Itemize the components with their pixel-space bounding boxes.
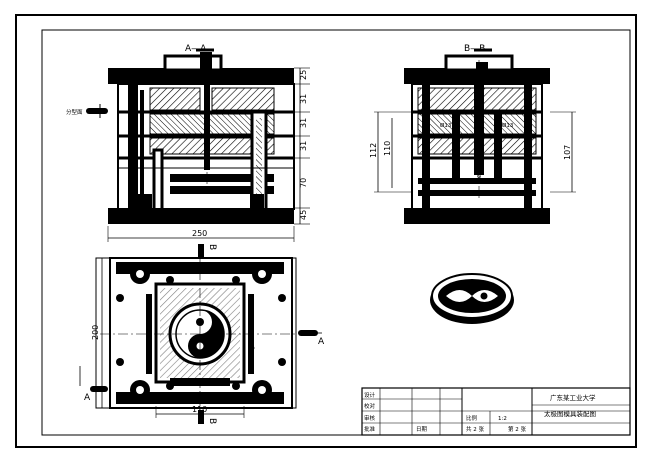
- a-right-label: A: [318, 337, 325, 347]
- dim-31-b: 31: [299, 118, 308, 128]
- dim-250: 250: [192, 229, 207, 238]
- dim-107: 107: [563, 145, 572, 160]
- dim-110: 110: [383, 141, 392, 156]
- tb-check: 校对: [364, 402, 376, 410]
- section-aa-view: A—A 分型面: [66, 44, 310, 242]
- phi-right-label: Ø13: [502, 122, 514, 129]
- phi-left-label: Ø13: [440, 122, 452, 129]
- dim-70: 70: [299, 178, 308, 188]
- tb-approve: 批准: [364, 425, 376, 433]
- dim-45: 45: [299, 210, 308, 220]
- dim-5: 5: [250, 343, 255, 352]
- tb-design: 设计: [364, 391, 376, 399]
- tb-sheet-total: 共 2 张: [466, 425, 484, 433]
- product-isometric: [430, 273, 514, 324]
- section-bb-view: B—B Ø13 Ø13 Ø20 112 110: [369, 44, 576, 224]
- tb-scale-value: 1:2: [498, 416, 507, 422]
- plan-view: 5 A A B B 200 110: [79, 244, 325, 424]
- tb-sheet-num: 第 2 张: [508, 425, 526, 433]
- dim-110-bottom: 110: [192, 405, 207, 414]
- phi-small-label: Ø20: [476, 166, 483, 178]
- a-left-label: A: [84, 393, 91, 403]
- title-block: 设计 校对 审核 批准 日期 比例 1:2 共 2 张 第 2 张 广东某工业大…: [361, 387, 631, 436]
- tb-date: 日期: [416, 426, 428, 433]
- b-bottom-label: B: [207, 418, 217, 424]
- parting-plane-label: 分型面: [66, 108, 83, 116]
- dim-25: 25: [299, 70, 308, 80]
- b-top-plan-label: B: [207, 244, 217, 250]
- tb-scale-label: 比例: [466, 414, 478, 422]
- tb-drawing-title: 太极图模具装配图: [544, 409, 596, 418]
- tb-review: 审核: [364, 414, 376, 422]
- dim-200: 200: [91, 325, 100, 340]
- inner-border: [41, 29, 631, 436]
- outer-border: [15, 14, 637, 448]
- dim-112: 112: [369, 143, 378, 158]
- tb-school: 广东某工业大学: [550, 393, 596, 402]
- dim-31-c: 31: [299, 141, 308, 151]
- dim-31-a: 31: [299, 94, 308, 104]
